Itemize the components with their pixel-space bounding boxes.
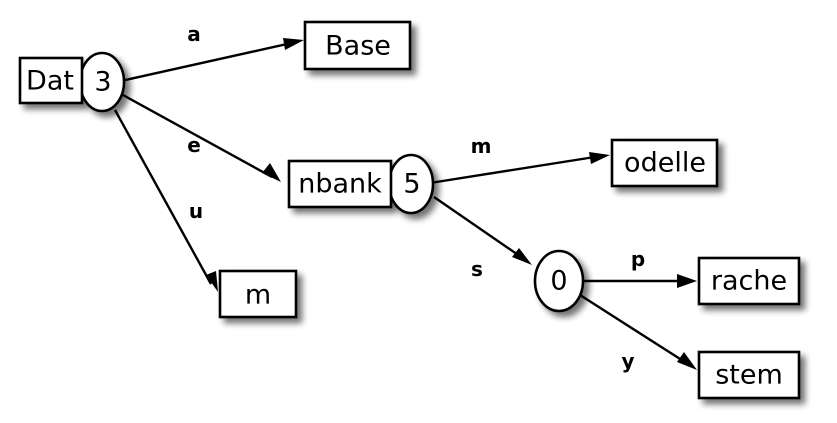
edge-e-arrowhead [262,163,281,182]
edge-u-label: u [189,199,203,223]
edge-a-arrowhead [283,38,304,50]
edge-e: e [122,93,281,182]
edge-y-label: y [621,349,634,373]
node-nbank-label: nbank [298,169,382,200]
node-base-box[interactable] [303,20,412,71]
node-stem[interactable]: stem [697,350,801,400]
node-zero-ellipse[interactable] [533,249,585,313]
edge-y-line [579,293,689,366]
edge-m-line [429,154,602,185]
edge-s: s [433,196,532,281]
edge-u: u [113,109,218,292]
node-zero-label: 0 [550,266,567,297]
node-3-label: 3 [94,67,111,98]
node-odelle[interactable]: odelle [610,138,719,188]
node-m-box-label: m [245,280,271,311]
edge-p: p [583,247,697,288]
node-5-label: 5 [403,169,420,200]
node-rache-label: rache [711,266,787,297]
node-rache[interactable]: rache [697,256,801,306]
node-zero[interactable]: 0 [533,249,585,313]
node-odelle-box[interactable] [610,138,719,188]
node-stem-label: stem [715,360,783,391]
node-odelle-label: odelle [624,148,706,179]
edge-u-arrowhead [206,271,218,292]
node-stem-box[interactable] [697,350,801,400]
edge-s-label: s [471,257,483,281]
node-dat-label: Dat [26,66,74,97]
edge-m-label: m [471,134,492,158]
node-base[interactable]: Base [303,20,412,71]
edge-s-line [433,196,525,260]
edge-m-arrowhead [589,152,610,164]
node-m-box[interactable]: m [218,269,298,319]
edge-a-label: a [187,22,201,46]
edge-a: a [120,22,304,83]
node-nbank-box[interactable] [287,159,393,209]
node-base-label: Base [325,31,391,62]
edge-e-label: e [187,133,201,157]
edge-e-line [122,93,273,179]
edge-y: y [579,293,697,373]
edge-y-arrowhead [677,352,697,370]
edge-p-label: p [631,247,645,271]
node-rache-box[interactable] [697,256,801,306]
node-m-box-rect[interactable] [218,269,298,319]
node-dat-3[interactable]: Dat 3 [18,51,126,113]
edge-u-line [113,109,213,285]
node-nbank-5[interactable]: nbank 5 [287,153,435,215]
edge-m: m [429,134,610,185]
edge-p-arrowhead [677,274,697,288]
edge-a-line [120,40,297,83]
node-dat-box[interactable] [18,56,84,105]
edge-s-arrowhead [512,248,532,265]
